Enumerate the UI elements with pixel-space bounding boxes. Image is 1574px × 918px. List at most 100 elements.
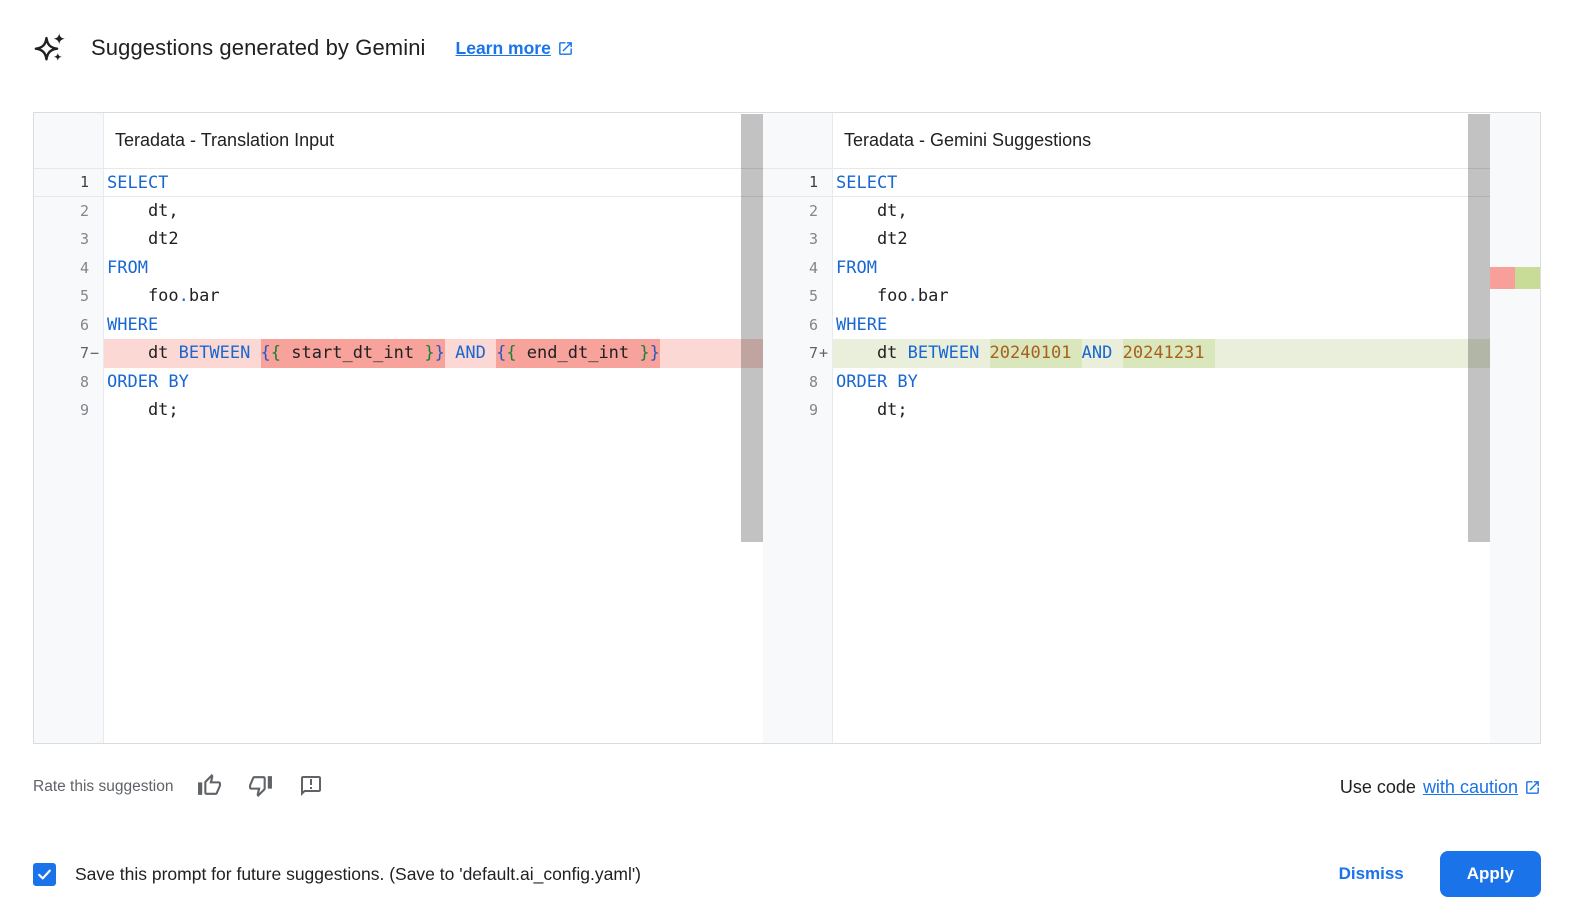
checkmark-icon <box>38 869 51 879</box>
line-number: 8 <box>34 367 104 396</box>
suggestion-footer: Rate this suggestion <box>33 769 1541 805</box>
line-number: 4 <box>34 253 104 282</box>
gutter-header <box>34 113 104 168</box>
code-line[interactable]: WHERE <box>104 310 763 339</box>
line-number: 6 <box>763 310 833 339</box>
code-line[interactable]: ORDER BY <box>104 367 763 396</box>
editor-empty-area <box>34 424 763 743</box>
code-line-row: 3 dt2 <box>763 225 1490 254</box>
line-number: 9 <box>763 396 833 425</box>
rate-group: Rate this suggestion <box>33 773 323 801</box>
panel-header: Suggestions generated by Gemini Learn mo… <box>33 30 1541 66</box>
external-link-icon <box>1524 779 1541 796</box>
line-number: 1 <box>763 169 833 196</box>
editor-title: Teradata - Gemini Suggestions <box>844 130 1092 150</box>
caution-link-label: with caution <box>1422 776 1518 797</box>
save-checkbox[interactable] <box>33 862 56 886</box>
code-line-row: 3 dt2 <box>34 225 763 254</box>
thumb-up-button[interactable] <box>197 773 222 801</box>
code-line-row: 5 foo.bar <box>763 282 1490 311</box>
learn-more-link[interactable]: Learn more <box>456 38 574 59</box>
feedback-button[interactable] <box>299 774 323 801</box>
line-number: 7+ <box>763 339 833 368</box>
bottom-action-bar: Save this prompt for future suggestions.… <box>33 851 1541 897</box>
line-number: 5 <box>34 282 104 311</box>
overview-marker-removed <box>1490 267 1515 289</box>
learn-more-label: Learn more <box>455 37 551 58</box>
gemini-suggestions-panel: Suggestions generated by Gemini Learn mo… <box>33 30 1541 897</box>
save-prompt-group: Save this prompt for future suggestions.… <box>33 862 641 886</box>
thumb-up-icon <box>197 773 222 801</box>
rate-label: Rate this suggestion <box>33 778 174 795</box>
code-line[interactable]: dt, <box>104 196 763 225</box>
page-title: Suggestions generated by Gemini <box>91 35 426 60</box>
line-number: 4 <box>763 253 833 282</box>
code-line[interactable]: foo.bar <box>104 282 763 311</box>
line-number: 5 <box>763 282 833 311</box>
feedback-icon <box>299 774 323 801</box>
editor-title-row: Teradata - Gemini Suggestions <box>763 113 1490 168</box>
thumb-down-icon <box>248 773 273 801</box>
code-line-row: 9 dt; <box>763 396 1490 425</box>
line-number: 2 <box>34 196 104 225</box>
save-label: Save this prompt for future suggestions.… <box>75 863 641 884</box>
code-line[interactable]: ORDER BY <box>833 367 1490 396</box>
editor-empty-area <box>763 424 1490 743</box>
code-line[interactable]: foo.bar <box>833 282 1490 311</box>
code-line[interactable]: SELECT <box>833 169 1490 196</box>
code-line-row: 7+ dt BETWEEN 20240101 AND 20241231 <box>763 339 1490 368</box>
editor-title: Teradata - Translation Input <box>115 130 335 150</box>
code-line-row: 9 dt; <box>34 396 763 425</box>
line-number: 2 <box>763 196 833 225</box>
diff-overview-ruler[interactable] <box>1490 113 1540 743</box>
code-line[interactable]: FROM <box>833 253 1490 282</box>
code-line[interactable]: dt2 <box>833 225 1490 254</box>
code-line[interactable]: dt, <box>833 196 1490 225</box>
line-number: 1 <box>34 169 104 196</box>
code-line-row: 2 dt, <box>34 196 763 225</box>
gutter-header <box>763 113 833 168</box>
apply-button[interactable]: Apply <box>1439 851 1541 897</box>
editor-title-row: Teradata - Translation Input <box>34 113 763 168</box>
gemini-sparkle-icon <box>33 31 67 65</box>
code-line[interactable]: FROM <box>104 253 763 282</box>
code-line[interactable]: dt; <box>104 396 763 425</box>
code-line[interactable]: dt BETWEEN 20240101 AND 20241231 <box>833 339 1490 368</box>
scrollbar[interactable] <box>741 114 763 542</box>
line-number: 8 <box>763 367 833 396</box>
line-number: 9 <box>34 396 104 425</box>
action-buttons: Dismiss Apply <box>1339 851 1541 897</box>
code-line[interactable]: WHERE <box>833 310 1490 339</box>
use-code-caution-link[interactable]: with caution <box>1423 777 1541 798</box>
code-line-row: 5 foo.bar <box>34 282 763 311</box>
thumb-down-button[interactable] <box>248 773 273 801</box>
external-link-icon <box>557 40 574 57</box>
use-code-text: Use code with caution <box>1340 777 1541 798</box>
line-number: 3 <box>763 225 833 254</box>
dismiss-button[interactable]: Dismiss <box>1338 864 1404 883</box>
line-number: 3 <box>34 225 104 254</box>
line-number: 6 <box>34 310 104 339</box>
code-line-row: 2 dt, <box>763 196 1490 225</box>
overview-marker-added <box>1515 267 1540 289</box>
code-line[interactable]: dt; <box>833 396 1490 425</box>
code-line[interactable]: dt BETWEEN {{ start_dt_int }} AND {{ end… <box>104 339 763 368</box>
use-code-prefix: Use code <box>1339 776 1416 797</box>
scrollbar[interactable] <box>1468 114 1490 542</box>
code-line[interactable]: SELECT <box>104 169 763 196</box>
code-line[interactable]: dt2 <box>104 225 763 254</box>
line-number: 7− <box>34 339 104 368</box>
